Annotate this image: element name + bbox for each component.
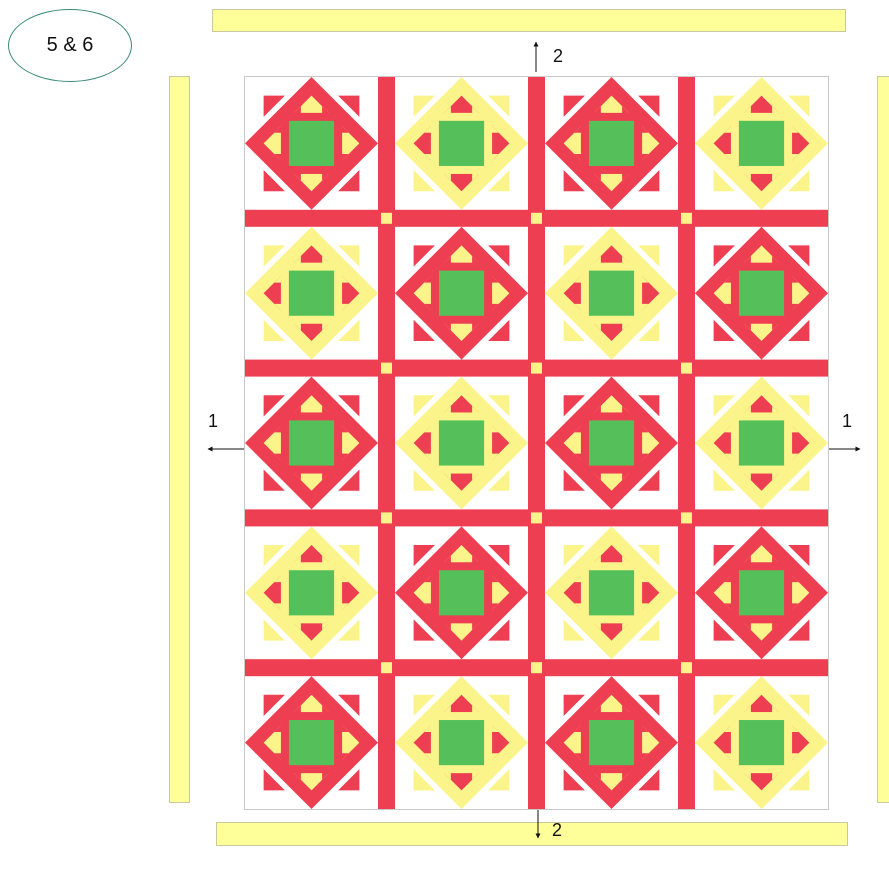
center-square	[289, 420, 334, 465]
center-square	[739, 420, 784, 465]
quilt-block	[695, 676, 828, 809]
cornerstone	[531, 363, 542, 374]
quilt-block	[395, 77, 528, 210]
vertical-sashing	[678, 77, 695, 809]
center-square	[739, 720, 784, 765]
center-square	[439, 720, 484, 765]
left-border-strip	[169, 76, 190, 803]
quilt-block	[395, 676, 528, 809]
cornerstone	[381, 512, 392, 523]
cornerstone	[381, 662, 392, 673]
cornerstone	[681, 363, 692, 374]
quilt-block	[545, 526, 678, 659]
right-step-label: 1	[842, 411, 852, 432]
quilt-center	[244, 76, 829, 810]
cornerstone	[681, 512, 692, 523]
center-square	[739, 271, 784, 316]
quilt-block	[695, 377, 828, 510]
quilt-block	[245, 227, 378, 360]
top-step-label: 2	[553, 46, 563, 67]
center-square	[739, 121, 784, 166]
quilt-block	[695, 77, 828, 210]
quilt-block	[695, 227, 828, 360]
bottom-border-strip	[216, 822, 848, 846]
center-square	[439, 271, 484, 316]
center-square	[289, 570, 334, 615]
center-square	[589, 720, 634, 765]
quilt-block	[545, 377, 678, 510]
quilt-block	[245, 377, 378, 510]
quilt-block	[545, 77, 678, 210]
center-square	[589, 420, 634, 465]
vertical-sashing	[528, 77, 545, 809]
cornerstone	[681, 213, 692, 224]
center-square	[289, 271, 334, 316]
top-border-strip	[212, 9, 846, 32]
quilt-block	[545, 676, 678, 809]
center-square	[739, 570, 784, 615]
left-step-label: 1	[208, 411, 218, 432]
quilt-block	[245, 526, 378, 659]
center-square	[589, 271, 634, 316]
quilt-block	[395, 526, 528, 659]
center-square	[439, 570, 484, 615]
step-badge: 5 & 6	[8, 9, 132, 82]
quilt-block	[695, 526, 828, 659]
center-square	[589, 570, 634, 615]
quilt-block	[545, 227, 678, 360]
cornerstone	[681, 662, 692, 673]
cornerstone	[531, 512, 542, 523]
center-square	[289, 121, 334, 166]
quilt-block	[395, 227, 528, 360]
center-square	[439, 420, 484, 465]
quilt-block	[395, 377, 528, 510]
cornerstone	[531, 213, 542, 224]
quilt-blocks	[245, 77, 828, 809]
step-badge-label: 5 & 6	[47, 34, 94, 57]
cornerstone	[381, 363, 392, 374]
cornerstone	[531, 662, 542, 673]
quilt-block	[245, 676, 378, 809]
right-border-strip	[877, 76, 889, 803]
center-square	[589, 121, 634, 166]
quilt-block	[245, 77, 378, 210]
vertical-sashing	[378, 77, 395, 809]
cornerstone	[381, 213, 392, 224]
bottom-step-label: 2	[552, 820, 562, 841]
center-square	[439, 121, 484, 166]
center-square	[289, 720, 334, 765]
